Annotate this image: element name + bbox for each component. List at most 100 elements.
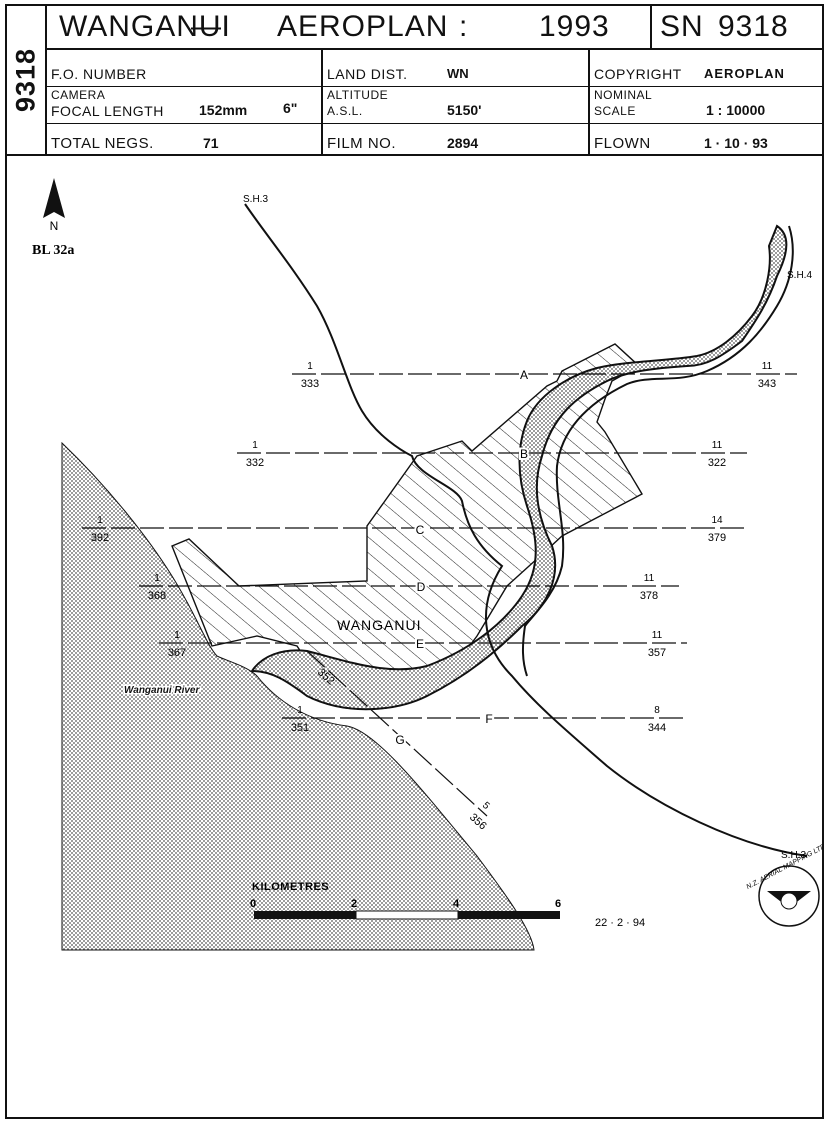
town-label: WANGANUI bbox=[337, 617, 421, 633]
map-svg: A133311343B133211322C139214379D136811378… bbox=[32, 178, 829, 951]
side-code: 9318 bbox=[10, 47, 41, 113]
flight-run-e: E 1 367 11 357 bbox=[159, 630, 687, 659]
title-bar: WANGANUI — AEROPLAN : 1993 SN 9318 bbox=[45, 6, 822, 50]
flown-value: 1 · 10 · 93 bbox=[704, 135, 768, 151]
scale-tick-4: 4 bbox=[453, 898, 460, 910]
row-divider bbox=[45, 86, 822, 87]
flown-label: FLOWN bbox=[594, 135, 651, 152]
run-end-frame: 322 bbox=[708, 457, 726, 469]
film-no-value: 2894 bbox=[447, 135, 479, 151]
column-divider bbox=[321, 48, 323, 154]
run-end-number: 8 bbox=[654, 705, 660, 716]
title-year: 1993 bbox=[539, 10, 610, 43]
sheet-reference: BL 32a bbox=[32, 243, 74, 258]
scale-tick-0: 0 bbox=[250, 898, 256, 910]
fo-number-label: F.O. NUMBER bbox=[51, 66, 147, 82]
flight-run-letter: E bbox=[416, 637, 424, 651]
flight-run-line bbox=[306, 650, 488, 817]
map-sheet: 9318 WANGANUI — AEROPLAN : 1993 SN 9318 … bbox=[5, 4, 829, 1119]
run-end-frame: 357 bbox=[648, 647, 666, 659]
total-negs-value: 71 bbox=[203, 135, 219, 151]
flight-run-letter: A bbox=[520, 368, 528, 382]
title-colon: : bbox=[459, 10, 469, 43]
focal-length-in: 6" bbox=[283, 100, 298, 116]
land-dist-value: WN bbox=[447, 66, 469, 81]
run-end-number: 11 bbox=[762, 361, 773, 372]
title-place: WANGANUI bbox=[59, 10, 231, 43]
scale-bar: KILOMETRES 0 2 4 6 bbox=[250, 881, 561, 920]
state-highway-3-north bbox=[244, 203, 808, 857]
run-start-frame: 368 bbox=[148, 590, 166, 602]
scale-value: 1 : 10000 bbox=[706, 102, 766, 118]
focal-length-mm: 152mm bbox=[199, 102, 248, 118]
sheet-title: WANGANUI — AEROPLAN : 1993 bbox=[59, 10, 609, 44]
column-divider bbox=[588, 48, 590, 154]
date-stamp: 22 · 2 · 94 bbox=[595, 917, 645, 929]
flight-run-c: C 1 392 14 379 bbox=[82, 515, 747, 544]
run-start-number: 1 bbox=[297, 705, 303, 716]
sheet-header: 9318 WANGANUI — AEROPLAN : 1993 SN 9318 … bbox=[7, 6, 822, 156]
run-start-frame: 351 bbox=[291, 722, 309, 734]
title-operator: AEROPLAN bbox=[277, 10, 449, 43]
camera-label: CAMERA bbox=[51, 88, 106, 102]
row-divider bbox=[45, 123, 822, 124]
copyright-value: AEROPLAN bbox=[704, 66, 785, 81]
run-end-number: 5 bbox=[480, 800, 492, 812]
run-start-number: 1 bbox=[154, 573, 160, 584]
side-code-box: 9318 bbox=[7, 6, 47, 154]
run-start-frame: 333 bbox=[301, 378, 319, 390]
state-highway-4 bbox=[521, 225, 794, 677]
sea-area bbox=[61, 441, 535, 951]
run-end-number: 11 bbox=[712, 440, 723, 451]
flight-run-d: D 1 368 11 378 bbox=[139, 573, 679, 602]
scale-label: SCALE bbox=[594, 104, 636, 118]
road-label-sh3-north: S.H.3 bbox=[243, 194, 268, 205]
scale-bar-title: KILOMETRES bbox=[252, 881, 329, 893]
run-end-number: 14 bbox=[711, 515, 723, 526]
flight-run-letter: C bbox=[416, 523, 425, 537]
title-dash: — bbox=[191, 10, 222, 43]
run-start-number: 1 bbox=[252, 440, 258, 451]
run-start-number: 1 bbox=[97, 515, 103, 526]
flight-runs: A133311343B133211322C139214379D136811378… bbox=[82, 361, 797, 833]
altitude-label: ALTITUDE bbox=[327, 88, 389, 102]
land-dist-label: LAND DIST. bbox=[327, 66, 408, 82]
sn-label: SN bbox=[660, 10, 704, 43]
flight-run-letter: B bbox=[520, 447, 528, 461]
asl-label: A.S.L. bbox=[327, 104, 363, 118]
flight-run-a: A 1 333 11 343 bbox=[292, 361, 797, 390]
run-start-number: 1 bbox=[174, 630, 180, 641]
nominal-label: NOMINAL bbox=[594, 88, 653, 102]
road-label-sh4: S.H.4 bbox=[787, 270, 812, 281]
run-start-frame: 367 bbox=[168, 647, 186, 659]
flight-run-letter: G bbox=[395, 733, 404, 747]
run-start-frame: 332 bbox=[246, 457, 264, 469]
run-end-number: 11 bbox=[644, 573, 655, 584]
north-letter: N bbox=[50, 219, 59, 233]
flight-run-b: B 1 332 11 322 bbox=[237, 440, 747, 469]
scale-tick-2: 2 bbox=[351, 898, 357, 910]
run-end-frame: 379 bbox=[708, 532, 726, 544]
flight-run-letter: D bbox=[417, 580, 426, 594]
wanganui-river bbox=[250, 224, 788, 711]
river-label: Wanganui River bbox=[124, 685, 200, 696]
road-label-sh3-south: S.H.3 bbox=[781, 850, 806, 861]
run-end-frame: 378 bbox=[640, 590, 658, 602]
scale-tick-6: 6 bbox=[555, 898, 561, 910]
focal-length-label: FOCAL LENGTH bbox=[51, 103, 164, 119]
north-arrow: N bbox=[43, 178, 65, 233]
flight-run-letter: F bbox=[485, 712, 492, 726]
run-end-frame: 344 bbox=[648, 722, 666, 734]
total-negs-label: TOTAL NEGS. bbox=[51, 135, 154, 152]
flight-run-f: F 1 351 8 344 bbox=[282, 705, 687, 734]
film-no-label: FILM NO. bbox=[327, 135, 397, 152]
run-start-frame: 392 bbox=[91, 532, 109, 544]
sn-value: 9318 bbox=[718, 10, 789, 43]
run-end-number: 11 bbox=[652, 630, 663, 641]
sn-box: SN 9318 bbox=[650, 6, 824, 48]
run-end-frame: 343 bbox=[758, 378, 776, 390]
altitude-value: 5150' bbox=[447, 102, 482, 118]
copyright-label: COPYRIGHT bbox=[594, 66, 682, 82]
run-start-number: 1 bbox=[307, 361, 313, 372]
